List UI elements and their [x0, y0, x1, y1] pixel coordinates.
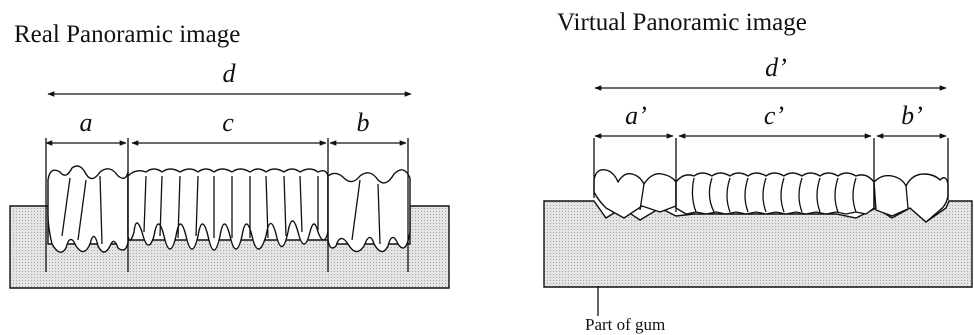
real-panoramic-title: Real Panoramic image [14, 21, 240, 48]
real-label-b: b [357, 108, 370, 137]
virtual-front-teeth-group [675, 172, 875, 215]
virtual-gum-block [543, 200, 973, 288]
virtual-panoramic-panel: Virtual Panoramic image d’ a’ c’ b’ Part… [543, 9, 973, 334]
virtual-label-d: d’ [765, 53, 787, 82]
virtual-label-a: a’ [625, 101, 647, 130]
real-left-molar-group [47, 165, 129, 253]
real-right-molar-group [327, 169, 411, 253]
real-right-molar-roots [351, 179, 381, 245]
real-panoramic-panel: Real Panoramic image d a c b [9, 21, 450, 289]
virtual-right-molar-divider [905, 185, 909, 209]
virtual-left-molar-divider [639, 183, 645, 211]
virtual-label-c: c’ [764, 101, 784, 130]
real-front-teeth-separators [143, 175, 319, 239]
real-label-a: a [80, 108, 93, 137]
real-front-teeth-group [127, 168, 329, 251]
part-of-gum-label: Part of gum [585, 315, 665, 334]
virtual-front-teeth-separators [691, 177, 857, 213]
real-left-molar-roots [61, 175, 103, 245]
virtual-label-b: b’ [901, 101, 923, 130]
real-label-d: d [223, 59, 237, 88]
virtual-panoramic-title: Virtual Panoramic image [557, 9, 807, 36]
virtual-left-molar-group [593, 169, 677, 219]
virtual-right-molar-group [873, 173, 949, 223]
real-extension-lines [45, 138, 409, 272]
real-label-c: c [222, 108, 234, 137]
virtual-extension-lines [593, 138, 949, 212]
